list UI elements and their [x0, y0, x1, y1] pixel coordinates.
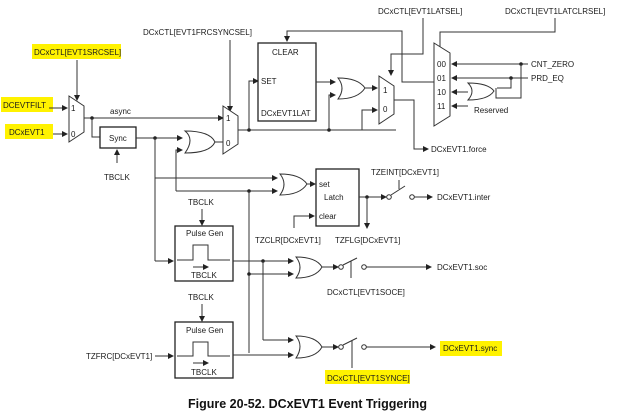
sync-output: DCxEVT1.sync [443, 344, 497, 353]
soc-switch-out [361, 264, 367, 270]
pg2-label: Pulse Gen [186, 326, 223, 335]
pg2-pulse-icon [177, 341, 230, 357]
sync-tbclk: TBCLK [104, 173, 130, 182]
synce-label: DCxCTL[EVT1SYNCE] [327, 374, 410, 383]
tzflg-label: TZFLG[DCxEVT1] [335, 236, 400, 245]
force-feed-wire [175, 147, 183, 178]
to-sync-wire [91, 118, 100, 138]
evt1-label: DCxEVT1 [9, 128, 45, 137]
force-output: DCxEVT1.force [431, 145, 487, 154]
latsel-label: DCxCTL[EVT1LATSEL] [378, 7, 462, 16]
clr-sel-00: 00 [437, 60, 446, 69]
latclrsel-wire [439, 18, 556, 52]
sync-or-gate [294, 335, 323, 359]
clear-feedback-wire [284, 30, 403, 60]
highlight-evtfilt [1, 97, 53, 112]
pulse-gen-1 [174, 225, 234, 282]
clr-mux-out-wire [401, 60, 434, 83]
cnt-zero-to-or [495, 64, 522, 99]
sync-switch-out [361, 344, 367, 350]
tzeint-label: TZEINT[DCxEVT1] [371, 168, 439, 177]
inter-switch-in [386, 194, 392, 200]
mux1-in0: 0 [71, 130, 76, 139]
pg1-tbclk: TBCLK [188, 198, 214, 207]
clr-sel-01: 01 [437, 74, 446, 83]
sync-switch-blade [342, 337, 358, 346]
to-latsel-mux0-wire [361, 107, 378, 130]
mux2-in0: 0 [226, 139, 231, 148]
inter-output: DCxEVT1.inter [437, 193, 491, 202]
srcsel-label: DCxCTL[EVT1SRCSEL] [34, 48, 121, 57]
reserved-label: Reserved [474, 106, 508, 115]
latch-select-mux [378, 75, 395, 125]
tzfrc-label: TZFRC[DCxEVT1] [86, 352, 152, 361]
sync-label: Sync [109, 134, 127, 143]
to-set-wire [248, 78, 259, 130]
source-select-mux [68, 95, 85, 143]
latsel-wire [388, 18, 424, 76]
prd-eq-to-or [497, 78, 512, 89]
force-out-wire [394, 99, 429, 152]
async-label: async [110, 107, 131, 116]
evtfilt-label: DCEVTFILT [3, 101, 46, 110]
soce-label: DCxCTL[EVT1SOCE] [327, 288, 405, 297]
pg1-label: Pulse Gen [186, 229, 223, 238]
latch-or-gate [336, 77, 366, 100]
latch-clear-label: clear [319, 212, 337, 221]
pg2-tbclk: TBCLK [188, 293, 214, 302]
mux3-in1: 1 [383, 86, 388, 95]
pulse-gen-2 [174, 321, 234, 379]
inter-switch-out [409, 194, 415, 200]
force-or-gate [183, 130, 216, 154]
tzclr-wire [293, 213, 315, 228]
pg1-pulse-icon [177, 244, 230, 261]
junction [247, 272, 251, 276]
clear-or-gate [466, 82, 495, 101]
to-or2-wire [328, 92, 336, 130]
highlight-synce [325, 370, 410, 384]
latch-set-label: set [319, 180, 330, 189]
clear-label: CLEAR [272, 48, 299, 57]
figure-caption: Figure 20-52. DCxEVT1 Event Triggering [188, 397, 427, 411]
clr-sel-10: 10 [437, 88, 446, 97]
highlight-sync-out [440, 341, 502, 356]
latch-label: Latch [324, 193, 344, 202]
soc-output: DCxEVT1.soc [437, 263, 487, 272]
frcsyncsel-label: DCxCTL[EVT1FRCSYNCSEL] [143, 28, 252, 37]
inter-switch-blade [390, 185, 406, 196]
soc-switch-blade [342, 257, 358, 266]
soc-switch-in [338, 264, 344, 270]
clr-sel-11: 11 [437, 102, 446, 111]
force-sync-mux [222, 105, 239, 155]
pg1-tbclk-inner: TBCLK [191, 271, 217, 280]
highlight-evt1 [5, 124, 53, 139]
latclrsel-label: DCxCTL[EVT1LATCLRSEL] [505, 7, 605, 16]
sync-switch-in [338, 344, 344, 350]
latch-name-label: DCxEVT1LAT [261, 109, 311, 118]
mux1-in1: 1 [71, 104, 76, 113]
tz-or-gate [278, 173, 308, 196]
evt1-latch-block [257, 42, 317, 122]
tzclr-label: TZCLR[DCxEVT1] [255, 236, 321, 245]
latch-clear-mux [433, 42, 451, 127]
mux3-in0: 0 [383, 105, 388, 114]
highlight-srcsel [32, 44, 121, 59]
prd-eq-label: PRD_EQ [531, 74, 564, 83]
mux2-in1: 1 [226, 114, 231, 123]
pg2-tbclk-inner: TBCLK [191, 368, 217, 377]
set-label: SET [261, 77, 277, 86]
cnt-zero-label: CNT_ZERO [531, 60, 574, 69]
soc-or-gate [294, 256, 323, 279]
